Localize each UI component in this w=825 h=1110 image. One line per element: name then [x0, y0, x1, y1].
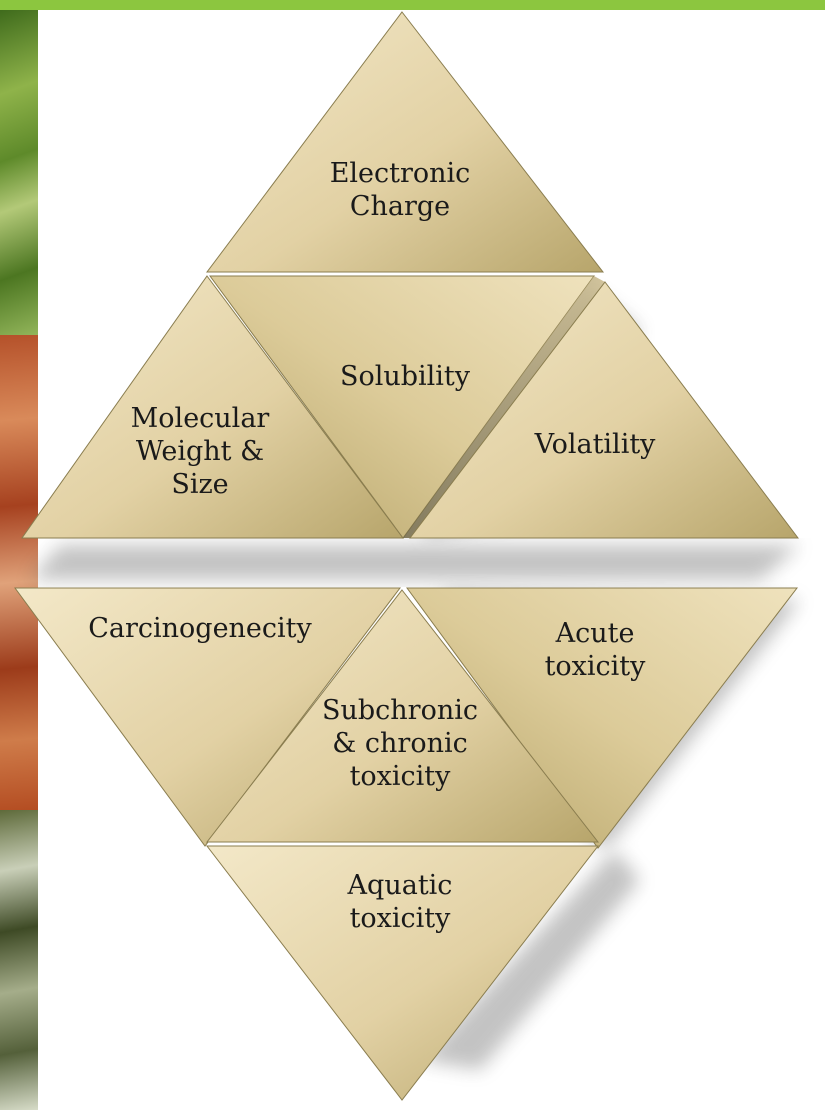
label-acute-toxicity: Acute toxicity: [500, 617, 690, 683]
tile-electronic-charge: [207, 12, 603, 272]
label-volatility: Volatility: [500, 428, 690, 461]
label-carcinogenecity: Carcinogenecity: [60, 612, 340, 645]
label-electronic-charge: Electronic Charge: [300, 157, 500, 223]
label-solubility: Solubility: [310, 360, 500, 393]
label-aquatic-toxicity: Aquatic toxicity: [300, 869, 500, 935]
label-molecular-weight-size: Molecular Weight & Size: [100, 402, 300, 501]
label-subchronic-chronic-toxicity: Subchronic & chronic toxicity: [300, 694, 500, 793]
